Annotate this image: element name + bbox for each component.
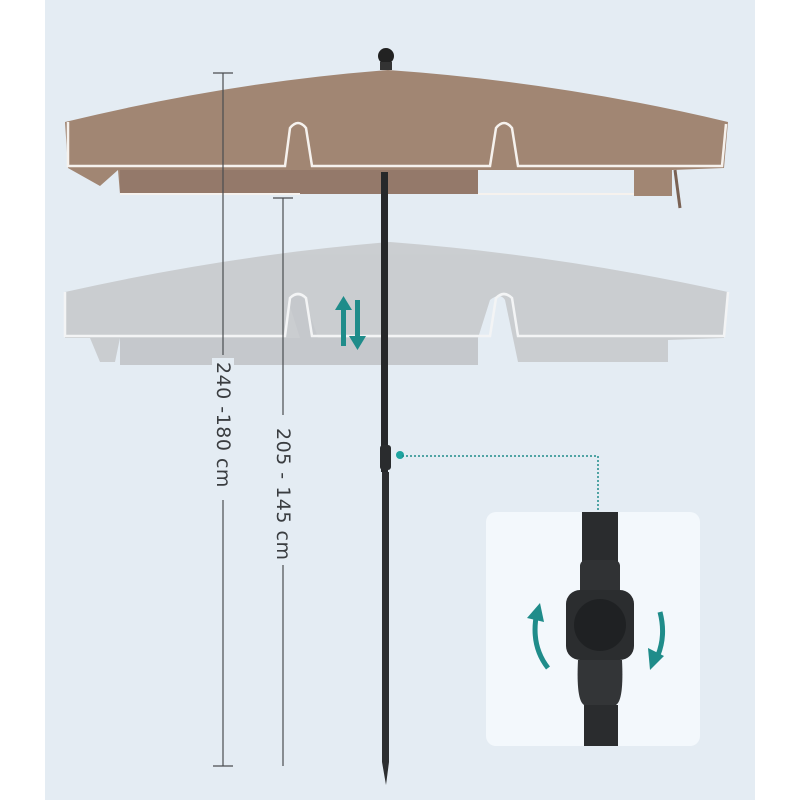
callout-line	[402, 455, 599, 512]
height-adjust-arrows-icon	[335, 296, 366, 350]
canopy	[65, 48, 728, 209]
pole-height-label: 205 - 145 cm	[272, 424, 294, 565]
pole	[380, 172, 404, 785]
finial	[378, 48, 394, 64]
dimension-lines	[213, 72, 293, 767]
tilt-button-marker	[396, 451, 404, 459]
lowered-canopy	[63, 242, 730, 365]
total-height-label: 240 -180 cm	[212, 358, 234, 492]
tilt-mechanism-detail	[486, 512, 700, 746]
tilt-rotate-arrows-icon	[527, 603, 666, 670]
